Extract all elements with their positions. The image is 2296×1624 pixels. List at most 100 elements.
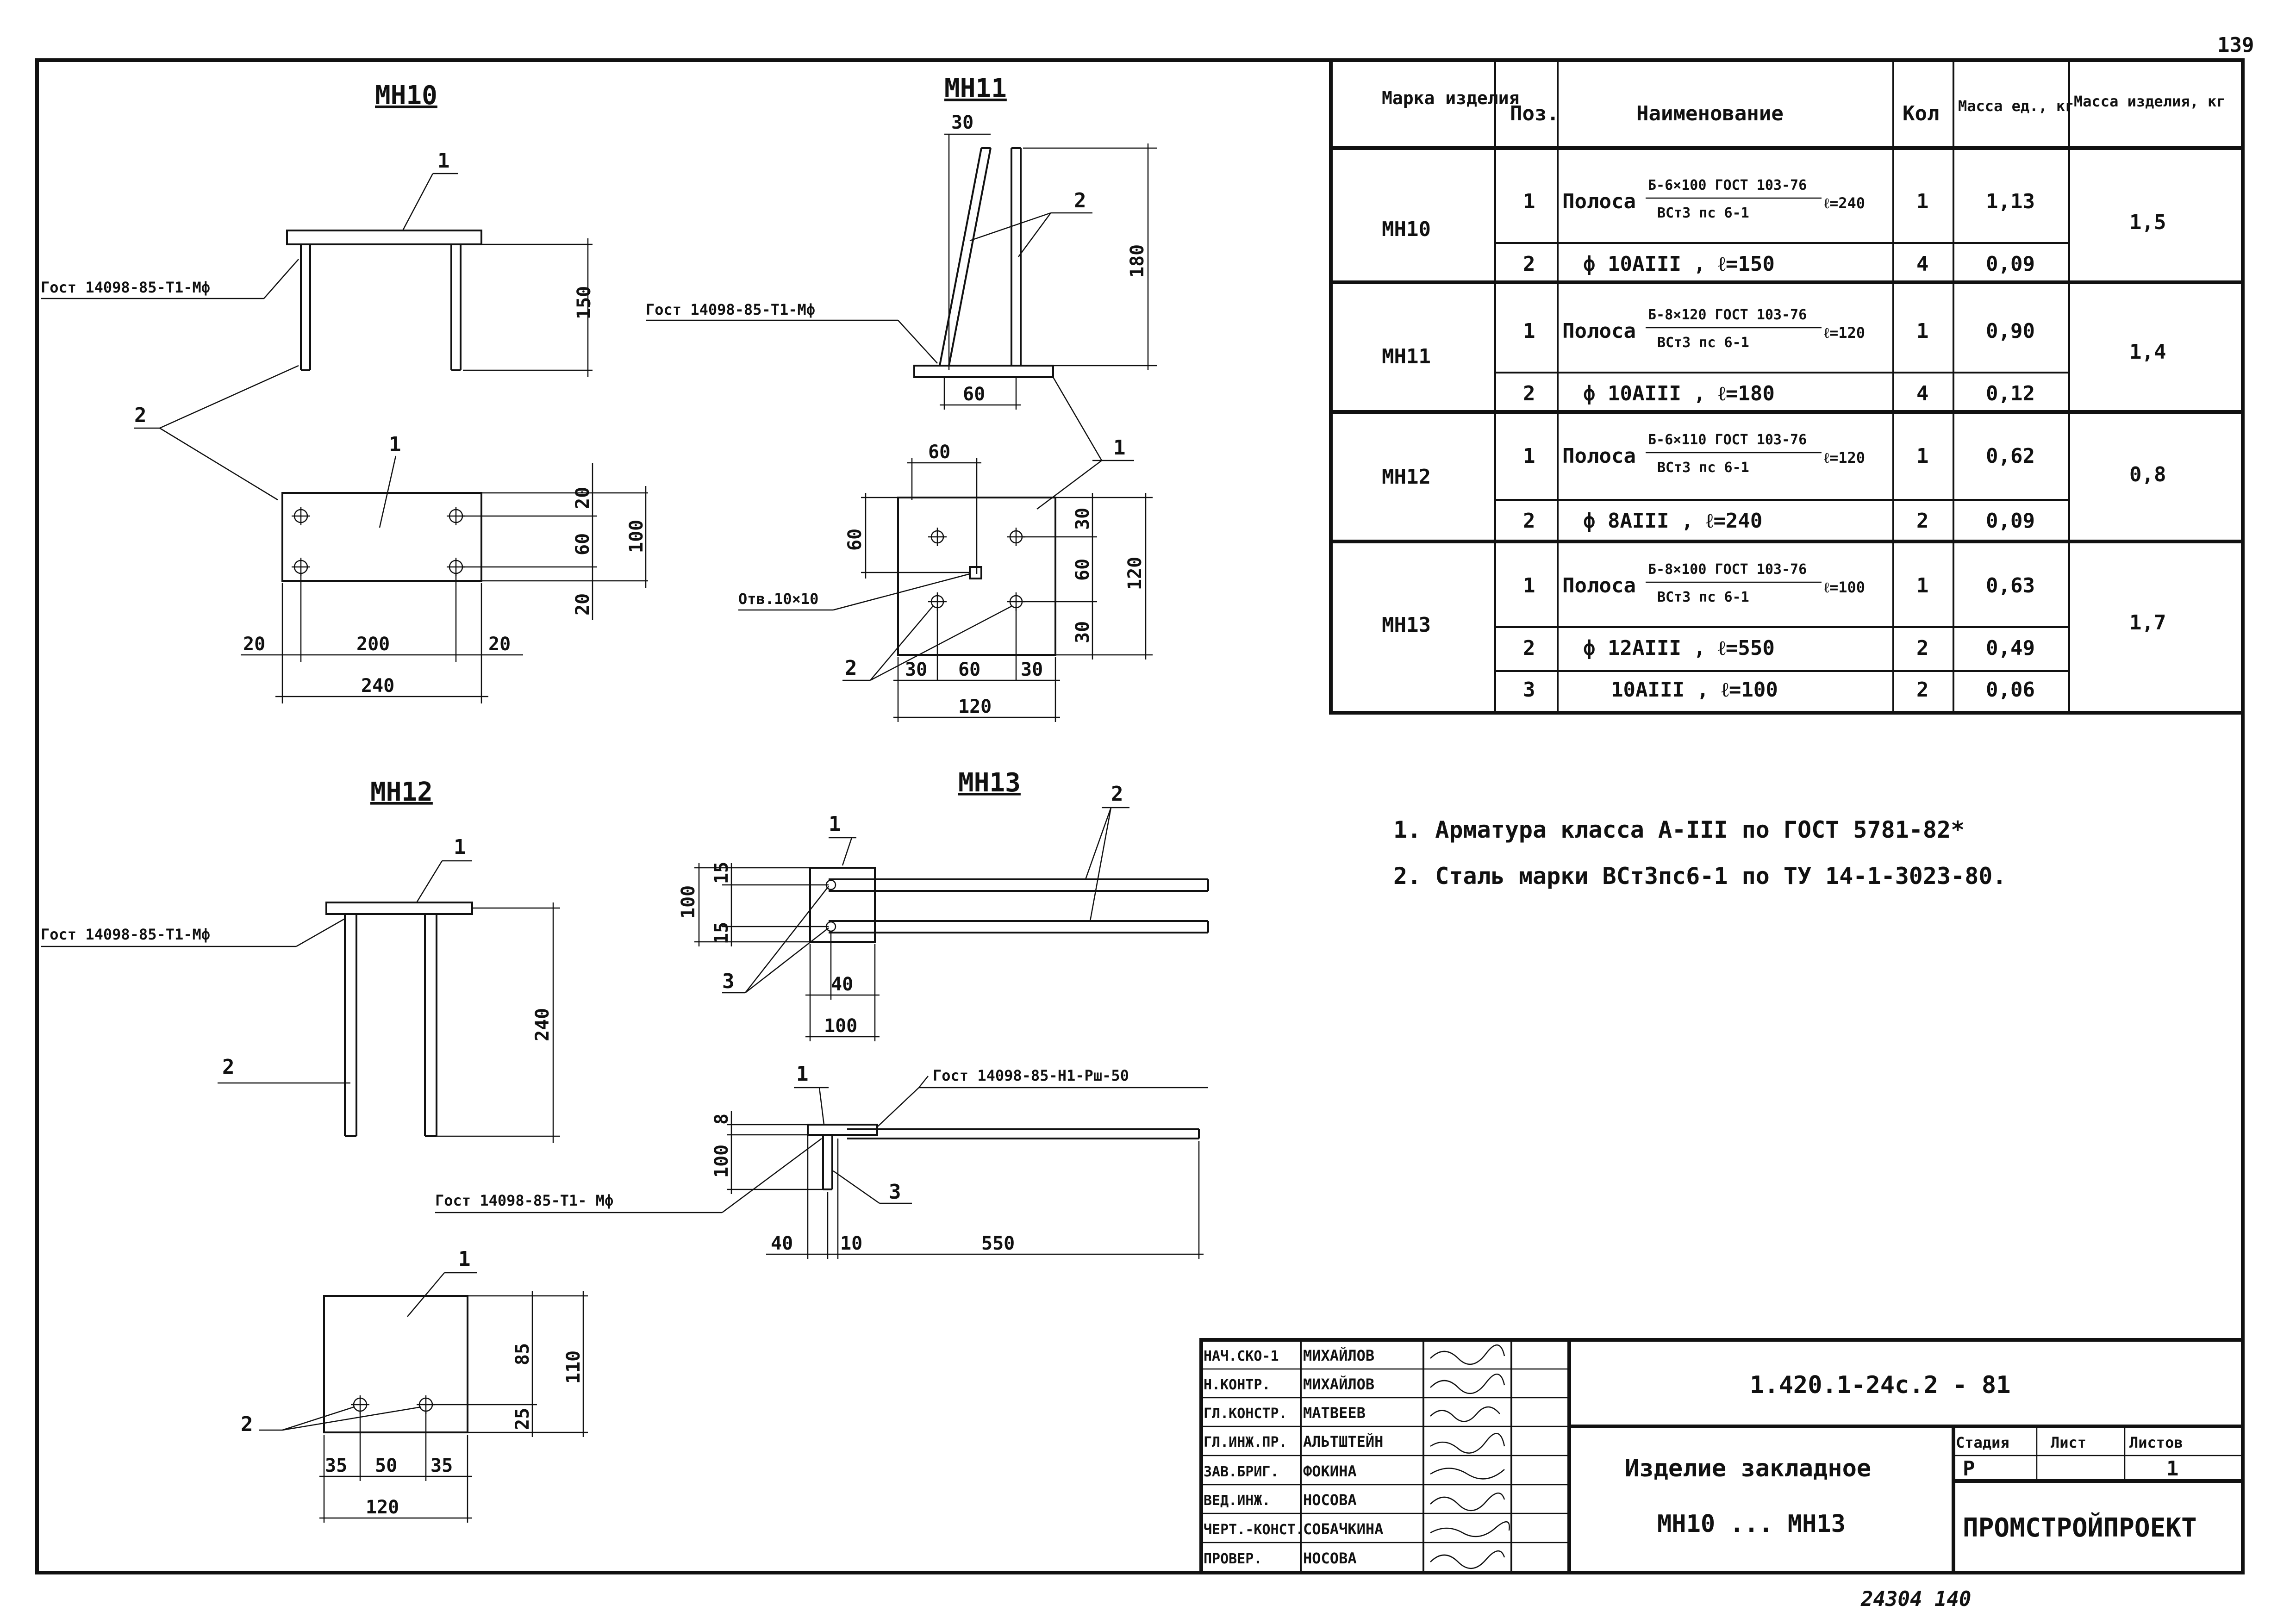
signer-name: АЛЬТШТЕЙН: [1303, 1433, 1383, 1450]
mn13-title: МН13: [958, 768, 1021, 798]
row-name: ф 10АIII , ℓ=180: [1583, 382, 1775, 405]
mn10-drawing: МН10 1 Гост 14098-85-Т1-Мф 150 1 2: [41, 81, 648, 703]
row-mass: 0,06: [1986, 678, 2035, 702]
row-qty: 2: [1916, 509, 1929, 533]
signer-role: ГЛ.КОНСТР.: [1204, 1406, 1287, 1422]
row-len: ℓ=120: [1824, 324, 1865, 342]
signature-icon: [1430, 1373, 1505, 1394]
note-1: 1. Арматура класса А-III по ГОСТ 5781-82…: [1393, 816, 1965, 843]
row-pos: 1: [1523, 190, 1535, 213]
row-pos: 2: [1523, 636, 1535, 660]
mn11-dim-b60: 60: [958, 659, 980, 680]
row-frac-bot: ВСт3 пс 6-1: [1657, 460, 1749, 476]
signer-role: Н.КОНТР.: [1204, 1377, 1271, 1393]
mn13-pos3-label: 3: [722, 970, 735, 993]
row-pos: 1: [1523, 319, 1535, 343]
sheet-frame: [35, 58, 2245, 1574]
mn11-pos1-label: 1: [1113, 436, 1126, 460]
mn12-plate-plan: [323, 1295, 468, 1433]
mn11-dim-60-base: 60: [963, 384, 985, 405]
row-pos: 1: [1523, 574, 1535, 597]
signature-icon: [1430, 1406, 1500, 1422]
row-qty: 4: [1916, 252, 1929, 276]
mn10-dim-20b: 20: [572, 593, 593, 616]
row-mark: МН11: [1382, 345, 1431, 368]
mn11-square-hole: [969, 566, 982, 579]
signer-name: НОСОВА: [1303, 1491, 1357, 1509]
sheet-number: 139: [2217, 33, 2254, 57]
mn10-plate-plan: [281, 492, 482, 582]
row-mass: 0,09: [1986, 509, 2035, 533]
row-pos: 2: [1523, 509, 1535, 533]
row-item-mass: 1,5: [2129, 211, 2166, 234]
mn11-hole-note: Отв.10×10: [738, 590, 818, 608]
mn13-dim-40: 40: [831, 974, 853, 995]
mn11-dim-b30b: 30: [1021, 659, 1043, 680]
mn11-dim-b120: 120: [958, 696, 992, 717]
mn13-weld-note-top: Гост 14098-85-Н1-Рш-50: [933, 1067, 1129, 1084]
row-name: Полоса: [1562, 574, 1636, 597]
signer-name: МИХАЙЛОВ: [1303, 1375, 1374, 1393]
mn12-dim-25: 25: [512, 1408, 533, 1430]
row-frac-bot: ВСт3 пс 6-1: [1657, 335, 1749, 351]
mn12-dim-240: 240: [532, 1008, 553, 1041]
mn10-pos1-plan-label: 1: [389, 433, 401, 456]
mn11-drawing: МН11 30 180 60 2 Гост 14098-85-Т1-Мф: [646, 74, 1157, 722]
mn11-dim-60-left: 60: [844, 529, 866, 551]
mn13-drawing: МН13 1 2 3 100 15 15: [435, 768, 1209, 1259]
signature-icon: [1430, 1521, 1510, 1537]
mn10-plate-side: [286, 230, 482, 245]
mn13-dim-8: 8: [711, 1114, 732, 1125]
mn12-title: МН12: [370, 777, 433, 807]
mn12-drawing: МН12 1 Гост 14098-85-Т1-Мф 240 2 1 2: [41, 777, 588, 1523]
row-frac-top: Б-8×100 ГОСТ 103-76: [1648, 561, 1807, 578]
row-name: Полоса: [1562, 444, 1636, 468]
row-item-mass: 1,4: [2129, 340, 2166, 364]
mn13-dim-40s: 40: [771, 1233, 793, 1254]
mn11-pos2-plan-label: 2: [845, 656, 857, 680]
mn11-dim-b30a: 30: [905, 659, 927, 680]
mn13-dim-15b: 15: [711, 922, 732, 944]
mn10-dim-60: 60: [572, 533, 593, 555]
mn13-dim-10: 10: [840, 1233, 862, 1254]
mn12-dim-110: 110: [563, 1350, 584, 1384]
mn13-dim-100s: 100: [711, 1145, 732, 1178]
mn13-dim-100: 100: [678, 885, 699, 919]
note-2: 2. Сталь марки ВСт3пс6-1 по ТУ 14-1-3023…: [1393, 863, 2007, 890]
mn12-pos2-label: 2: [222, 1055, 235, 1079]
row-qty: 4: [1916, 382, 1929, 405]
mn13-pos2-label: 2: [1111, 782, 1123, 806]
signer-name: МАТВЕЕВ: [1303, 1404, 1366, 1422]
row-pos: 1: [1523, 444, 1535, 468]
row-mass: 0,90: [1986, 319, 2035, 343]
mn13-dim-15a: 15: [711, 862, 732, 884]
row-mass: 0,62: [1986, 444, 2035, 468]
mn13-pos3-side-label: 3: [889, 1180, 901, 1204]
signature-icon: [1430, 1433, 1505, 1454]
row-mass: 0,12: [1986, 382, 2035, 405]
mn13-dim-100b: 100: [824, 1015, 857, 1037]
mn13-dim-550: 550: [981, 1233, 1015, 1254]
signer-role: ЧЕРТ.-КОНСТ.: [1204, 1522, 1304, 1538]
mn11-plate-side: [913, 365, 1054, 378]
row-mass: 0,63: [1986, 574, 2035, 597]
row-item-mass: 1,7: [2129, 611, 2166, 635]
mn11-dim-120r: 120: [1124, 557, 1146, 590]
signer-name: ФОКИНА: [1303, 1462, 1357, 1480]
row-mark: МН13: [1382, 613, 1431, 637]
mn12-dim-35a: 35: [325, 1455, 347, 1476]
mn13-pos1-side-label: 1: [796, 1062, 809, 1086]
row-frac-bot: ВСт3 пс 6-1: [1657, 589, 1749, 605]
header-mass-item: Масса изделия, кг: [2074, 93, 2226, 110]
mn10-dim-240: 240: [361, 675, 394, 697]
signer-role: НАЧ.СКО-1: [1204, 1348, 1279, 1364]
row-len: ℓ=240: [1824, 194, 1865, 212]
mn12-plate-side: [325, 902, 473, 915]
item-title: Изделие закладное: [1625, 1455, 1871, 1482]
signer-role: ГЛ.ИНЖ.ПР.: [1204, 1434, 1287, 1450]
row-qty: 2: [1916, 678, 1929, 702]
row-name: ф 8АIII , ℓ=240: [1583, 509, 1762, 533]
mn11-dim-60r: 60: [1072, 559, 1093, 581]
spec-table: Марка изделия Поз. Наименование Кол Масс…: [1329, 58, 2245, 715]
mn12-dim-50: 50: [375, 1455, 397, 1476]
